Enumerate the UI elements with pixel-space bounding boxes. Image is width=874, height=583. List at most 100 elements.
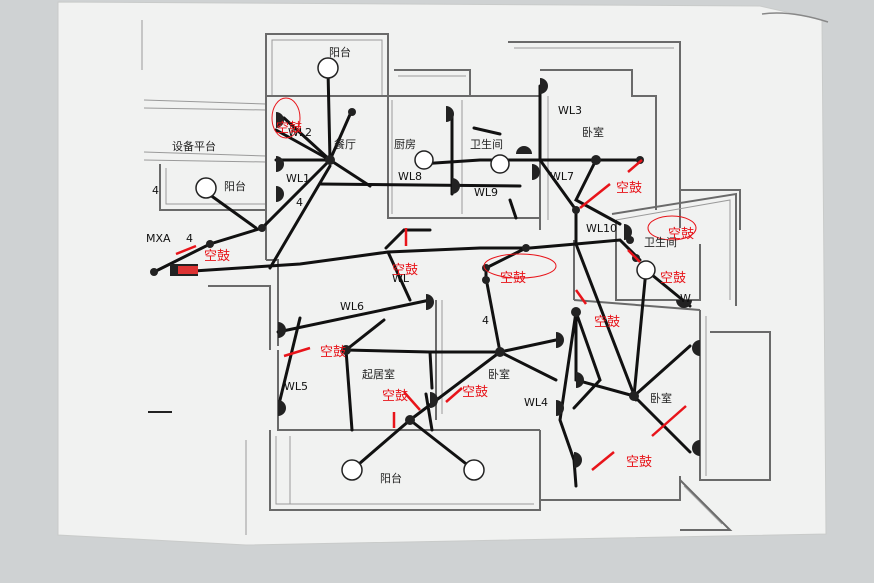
room-label-balcony-left: 阳台	[224, 179, 246, 193]
note-kongu: 空鼓	[626, 455, 652, 470]
junction-dot	[495, 347, 505, 357]
switch-symbol	[278, 400, 286, 416]
room-label-balcony-top: 阳台	[329, 45, 351, 59]
junction-dot	[150, 268, 158, 276]
switch-symbol	[556, 332, 564, 348]
lamp-kitchen	[414, 150, 434, 170]
lamp-balcony-bottom-b	[463, 459, 485, 481]
circuit-labels: WL1 WL2 WL3 WL4 WL5 WL6 WL7 WL8 WL9 WL10…	[146, 104, 691, 409]
switch-symbol	[446, 106, 454, 122]
count-label: 4	[482, 314, 489, 327]
switch-symbol	[576, 372, 584, 388]
count-label: 4	[186, 232, 193, 245]
distribution-box-inner	[178, 266, 198, 274]
switch-symbol	[692, 440, 700, 456]
arrow	[283, 346, 311, 358]
switch-symbol	[556, 400, 564, 416]
room-labels: 阳台 设备平台 阳台 餐厅 厨房 卫生间 卧室 卫生间 起居室 卧室 卧室 阳台	[172, 45, 677, 485]
switch-symbol	[624, 224, 632, 240]
note-kongu: 空鼓	[204, 249, 230, 264]
fixtures	[150, 57, 700, 481]
room-label-kitchen: 厨房	[394, 138, 416, 151]
circuit-label-wl3: WL3	[558, 104, 582, 117]
circuit-label-wl10: WL10	[586, 222, 617, 235]
junction-dot	[258, 224, 266, 232]
switch-symbol	[516, 146, 532, 154]
defect-notes: 空鼓 空鼓 空鼓 空鼓 空鼓 空鼓 空鼓 空鼓 空鼓 空鼓 空鼓 空鼓	[204, 121, 694, 470]
switch-symbol	[676, 300, 692, 308]
circuit-label-wl8: WL8	[398, 170, 422, 183]
switch-symbol	[692, 340, 700, 356]
junction-dot	[571, 307, 581, 317]
junction-dot	[591, 155, 601, 165]
circuit-label-wl4: WL4	[524, 396, 548, 409]
circuit-label-wl1: WL1	[286, 172, 310, 185]
arrow	[574, 289, 588, 305]
junction-dot	[206, 240, 214, 248]
circuit-label-wl9: WL9	[474, 186, 498, 199]
circuit-label-wl2: WL2	[288, 126, 312, 139]
junction-dot	[522, 244, 530, 252]
circuit-label-wl-stub: WL	[392, 272, 410, 285]
lamp-bath	[490, 154, 510, 174]
junction-dot	[572, 206, 580, 214]
room-label-bedroom-top-right: 卧室	[582, 125, 604, 139]
defect-ellipse	[271, 97, 301, 139]
note-kongu: 空鼓	[616, 181, 642, 196]
switch-symbol	[426, 294, 434, 310]
note-kongu: 空鼓	[462, 385, 488, 400]
switch-symbol	[276, 156, 284, 172]
defect-arrows	[175, 159, 687, 471]
junction-dot	[341, 345, 351, 355]
junction-dot	[325, 155, 335, 165]
note-kongu: 空鼓	[276, 121, 302, 136]
room-label-dining: 餐厅	[334, 137, 356, 151]
switch-symbol	[278, 322, 286, 338]
note-kongu: 空鼓	[320, 345, 346, 360]
arrow	[579, 183, 611, 209]
switch-symbol	[532, 164, 540, 180]
room-label-bedroom-right: 卧室	[650, 391, 672, 405]
count-label: 4	[152, 184, 159, 197]
switch-symbol	[276, 186, 284, 202]
room-label-bath-top: 卫生间	[470, 137, 503, 151]
note-kongu: 空鼓	[668, 227, 694, 242]
arrow	[445, 387, 463, 403]
circuit-label-wl5: WL5	[284, 380, 308, 393]
arrow	[175, 244, 197, 256]
switch-symbol	[276, 112, 284, 128]
defect-ellipse	[483, 253, 557, 279]
lamp-balcony-left	[195, 177, 217, 199]
arrow	[651, 405, 687, 437]
switch-symbol	[574, 452, 582, 468]
arrow	[627, 249, 641, 263]
room-label-living: 起居室	[362, 367, 395, 381]
lamp-balcony-top	[317, 57, 339, 79]
switch-symbol	[452, 178, 460, 194]
junction-dot	[348, 108, 356, 116]
lamp-bath-right	[636, 260, 656, 280]
note-kongu: 空鼓	[594, 315, 620, 330]
room-label-equipment: 设备平台	[172, 139, 216, 153]
note-kongu: 空鼓	[660, 271, 686, 286]
room-label-bedroom-mid: 卧室	[488, 367, 510, 381]
arrow	[591, 451, 615, 471]
panel-label-mxa: MXA	[146, 232, 171, 245]
circuit-label-wl7: WL7	[550, 170, 574, 183]
junction-dot	[405, 415, 415, 425]
switch-symbol	[430, 392, 438, 408]
note-kongu: 空鼓	[382, 389, 408, 404]
arrow	[627, 159, 643, 173]
defect-ellipse	[647, 215, 697, 241]
junction-dot	[629, 391, 639, 401]
junction-dot	[482, 276, 490, 284]
circuit-label-wl6: WL6	[340, 300, 364, 313]
junction-dot	[482, 264, 490, 272]
note-kongu: 空鼓	[500, 271, 526, 286]
room-label-bath-right: 卫生间	[644, 235, 677, 249]
lamp-balcony-bottom-a	[341, 459, 363, 481]
room-label-balcony-bottom: 阳台	[380, 471, 402, 485]
paper-sheet	[57, 1, 827, 546]
